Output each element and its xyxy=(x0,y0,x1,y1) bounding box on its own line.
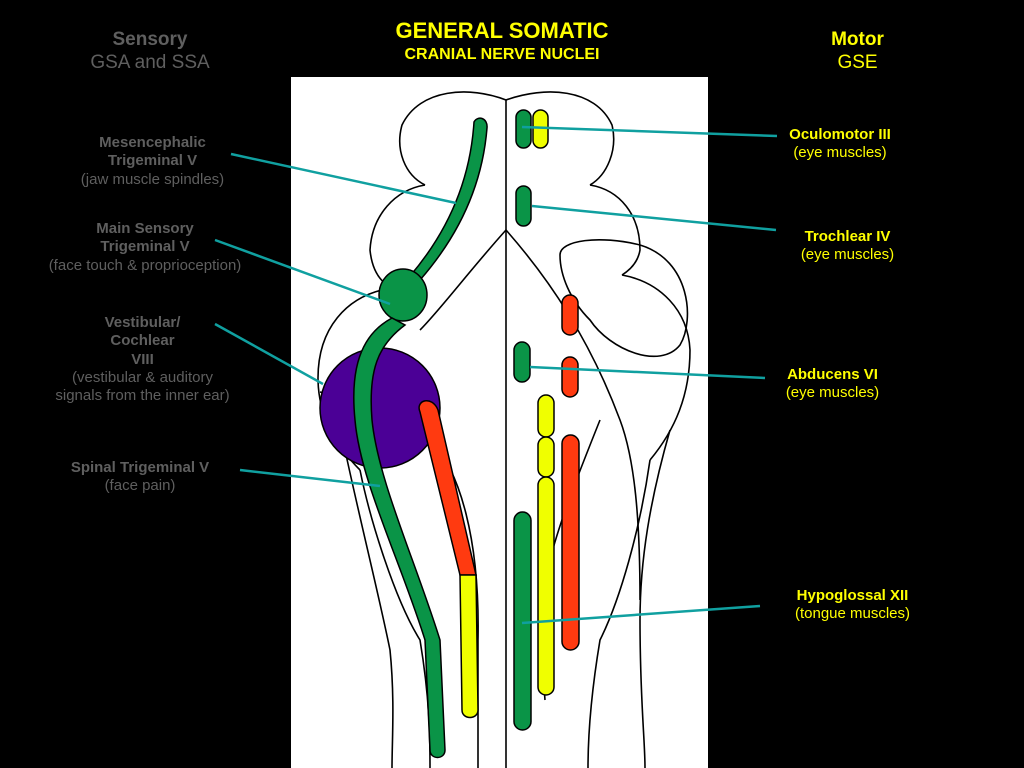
label-desc: (eye muscles) xyxy=(800,246,895,264)
solitary-nucleus-yellow xyxy=(459,574,479,719)
facial-motor-nucleus xyxy=(561,356,579,398)
dorsal-vagal-nucleus xyxy=(537,476,555,696)
leader-oculomotor xyxy=(521,125,778,138)
label-hypoglossal: Hypoglossal XII (tongue muscles) xyxy=(770,587,935,624)
label-desc: signals from the inner ear) xyxy=(55,387,230,405)
leader-hypoglossal xyxy=(521,604,761,625)
label-name: VIII xyxy=(131,350,154,368)
diagram-title: GENERAL SOMATIC CRANIAL NERVE NUCLEI xyxy=(352,18,652,64)
label-desc: (eye muscles) xyxy=(793,144,887,162)
label-name: Main Sensory xyxy=(96,220,194,237)
label-name: Spinal Trigeminal V xyxy=(70,459,210,476)
motor-header: Motor GSE xyxy=(790,28,925,74)
solitary-nucleus-red xyxy=(418,400,477,576)
sensory-nuclei xyxy=(319,117,488,759)
leader-mesencephalic xyxy=(230,152,457,205)
label-desc: (vestibular & auditory xyxy=(72,368,213,386)
title-line2: CRANIAL NERVE NUCLEI xyxy=(404,45,600,63)
motor-nuclei xyxy=(513,109,580,731)
trochlear-nucleus xyxy=(515,185,532,227)
inferior-salivatory-nucleus xyxy=(537,436,555,478)
label-name: Trigeminal V xyxy=(100,238,190,256)
abducens-nucleus xyxy=(513,341,531,383)
title-line1: GENERAL SOMATIC xyxy=(395,18,609,43)
leader-spinal-trigeminal xyxy=(239,468,381,488)
label-name: Abducens VI xyxy=(787,366,878,383)
label-name: Trochlear IV xyxy=(804,228,891,245)
oculomotor-nucleus xyxy=(515,109,532,149)
superior-salivatory-nucleus xyxy=(537,394,555,438)
label-desc: (jaw muscle spindles) xyxy=(80,170,225,188)
label-desc: (face pain) xyxy=(104,477,176,495)
leader-abducens xyxy=(529,365,766,380)
label-name: Trigeminal V xyxy=(107,152,198,170)
label-name: Vestibular/ xyxy=(104,314,181,331)
label-abducens: Abducens VI (eye muscles) xyxy=(755,366,910,403)
mesencephalic-trigeminal-tract xyxy=(408,117,488,281)
label-name: Cochlear xyxy=(110,332,175,350)
label-name: Hypoglossal XII xyxy=(796,587,909,604)
sensory-header-line2: GSA and SSA xyxy=(90,52,210,74)
label-desc: (eye muscles) xyxy=(785,384,880,402)
label-desc: (face touch & proprioception) xyxy=(48,256,242,274)
motor-header-line1: Motor xyxy=(831,29,884,50)
label-name: Mesencephalic xyxy=(99,134,206,151)
hypoglossal-nucleus xyxy=(513,511,532,731)
label-desc: (tongue muscles) xyxy=(794,605,911,623)
label-spinal-trigeminal: Spinal Trigeminal V (face pain) xyxy=(40,459,240,496)
label-trochlear: Trochlear IV (eye muscles) xyxy=(770,228,925,265)
label-name: Oculomotor III xyxy=(789,126,891,143)
label-vestibular-cochlear: Vestibular/ Cochlear VIII (vestibular & … xyxy=(30,314,255,405)
label-oculomotor: Oculomotor III (eye muscles) xyxy=(760,126,920,163)
nucleus-ambiguus xyxy=(561,434,580,651)
main-sensory-trigeminal-nucleus xyxy=(378,268,428,322)
spinal-trigeminal-tract xyxy=(353,317,446,759)
sensory-header: Sensory GSA and SSA xyxy=(60,28,240,74)
leader-lines xyxy=(214,125,778,625)
leader-trochlear xyxy=(531,204,777,232)
trigeminal-motor-nucleus xyxy=(561,294,579,336)
leader-main-sensory xyxy=(214,238,391,306)
leader-vestibular xyxy=(214,322,324,386)
label-main-sensory-trigeminal: Main Sensory Trigeminal V (face touch & … xyxy=(25,220,265,275)
motor-header-line2: GSE xyxy=(837,52,878,74)
sensory-header-line1: Sensory xyxy=(112,29,188,50)
label-mesencephalic-trigeminal: Mesencephalic Trigeminal V (jaw muscle s… xyxy=(40,134,265,189)
